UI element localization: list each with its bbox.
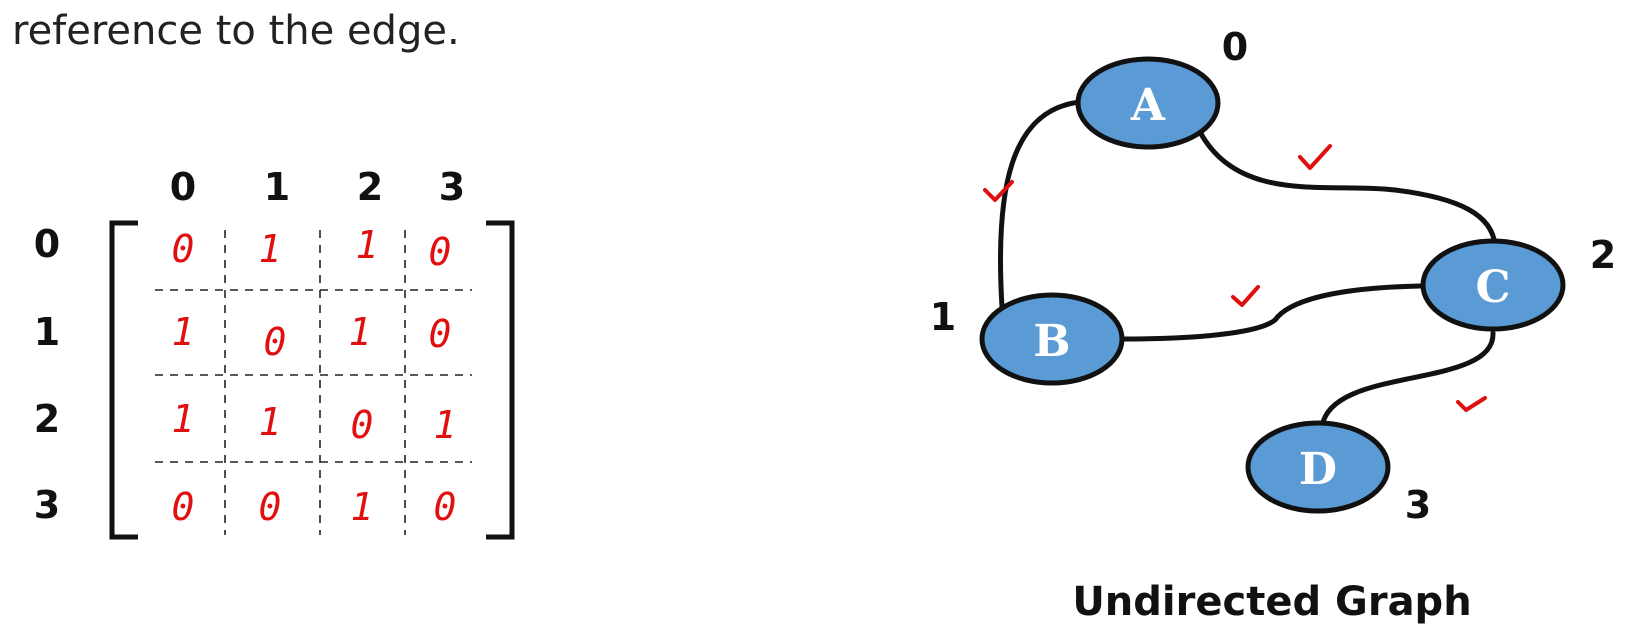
edge-check-icon xyxy=(1456,396,1487,412)
node-label: A xyxy=(1130,80,1166,131)
node-label: C xyxy=(1475,262,1510,313)
matrix-left-bracket xyxy=(109,220,138,540)
matrix-cell: 0 xyxy=(351,403,374,447)
node-index-label: 1 xyxy=(930,295,956,339)
matrix-cell: 0 xyxy=(172,227,195,271)
matrix-cell: 1 xyxy=(259,400,282,444)
edge-check-icon xyxy=(1298,144,1332,170)
node-a: A xyxy=(1075,56,1221,150)
node-index-label: 0 xyxy=(1222,25,1248,69)
undirected-graph: A B C D 0 1 2 3 Undirected Graph xyxy=(930,25,1616,625)
matrix-cell: 1 xyxy=(172,397,195,441)
edge-b-c xyxy=(1121,283,1423,342)
node-c: C xyxy=(1420,238,1566,332)
matrix-cell: 0 xyxy=(434,485,457,529)
matrix-row-header: 0 xyxy=(34,222,60,266)
node-label: B xyxy=(1033,316,1070,367)
edge-a-b xyxy=(997,99,1083,310)
matrix-cell: 1 xyxy=(434,403,457,447)
node-index-label: 2 xyxy=(1590,233,1616,277)
matrix-cell: 0 xyxy=(259,485,282,529)
matrix-cell: 0 xyxy=(429,230,452,274)
node-label: D xyxy=(1299,444,1337,495)
matrix-row-header: 3 xyxy=(34,483,60,527)
matrix-grid xyxy=(155,230,472,535)
node-index-label: 3 xyxy=(1405,483,1431,527)
matrix-cell: 0 xyxy=(429,312,452,356)
graph-caption: Undirected Graph xyxy=(1072,579,1471,625)
intro-text: reference to the edge. xyxy=(12,8,460,54)
matrix-cell: 1 xyxy=(349,310,372,354)
matrix-col-header: 0 xyxy=(170,165,196,209)
edge-a-c xyxy=(1197,129,1498,248)
edge-check-icon xyxy=(983,180,1014,202)
edge-check-icon xyxy=(1231,285,1260,307)
matrix-cell: 0 xyxy=(172,485,195,529)
edge-c-d xyxy=(1319,330,1496,430)
matrix-cell: 1 xyxy=(259,227,282,271)
matrix-col-header: 3 xyxy=(439,165,465,209)
matrix-cell: 1 xyxy=(172,310,195,354)
adjacency-matrix: 0 1 2 3 0 1 2 3 0 1 1 0 1 0 1 0 1 1 0 xyxy=(34,165,515,540)
matrix-right-bracket xyxy=(486,220,515,540)
matrix-row-header: 2 xyxy=(34,397,60,441)
matrix-cell: 1 xyxy=(351,485,374,529)
matrix-col-header: 2 xyxy=(357,165,383,209)
matrix-cell: 1 xyxy=(356,223,379,267)
matrix-row-header: 1 xyxy=(34,310,60,354)
node-b: B xyxy=(979,292,1125,386)
matrix-cell: 0 xyxy=(264,320,287,364)
matrix-col-header: 1 xyxy=(264,165,290,209)
node-d: D xyxy=(1245,420,1391,514)
